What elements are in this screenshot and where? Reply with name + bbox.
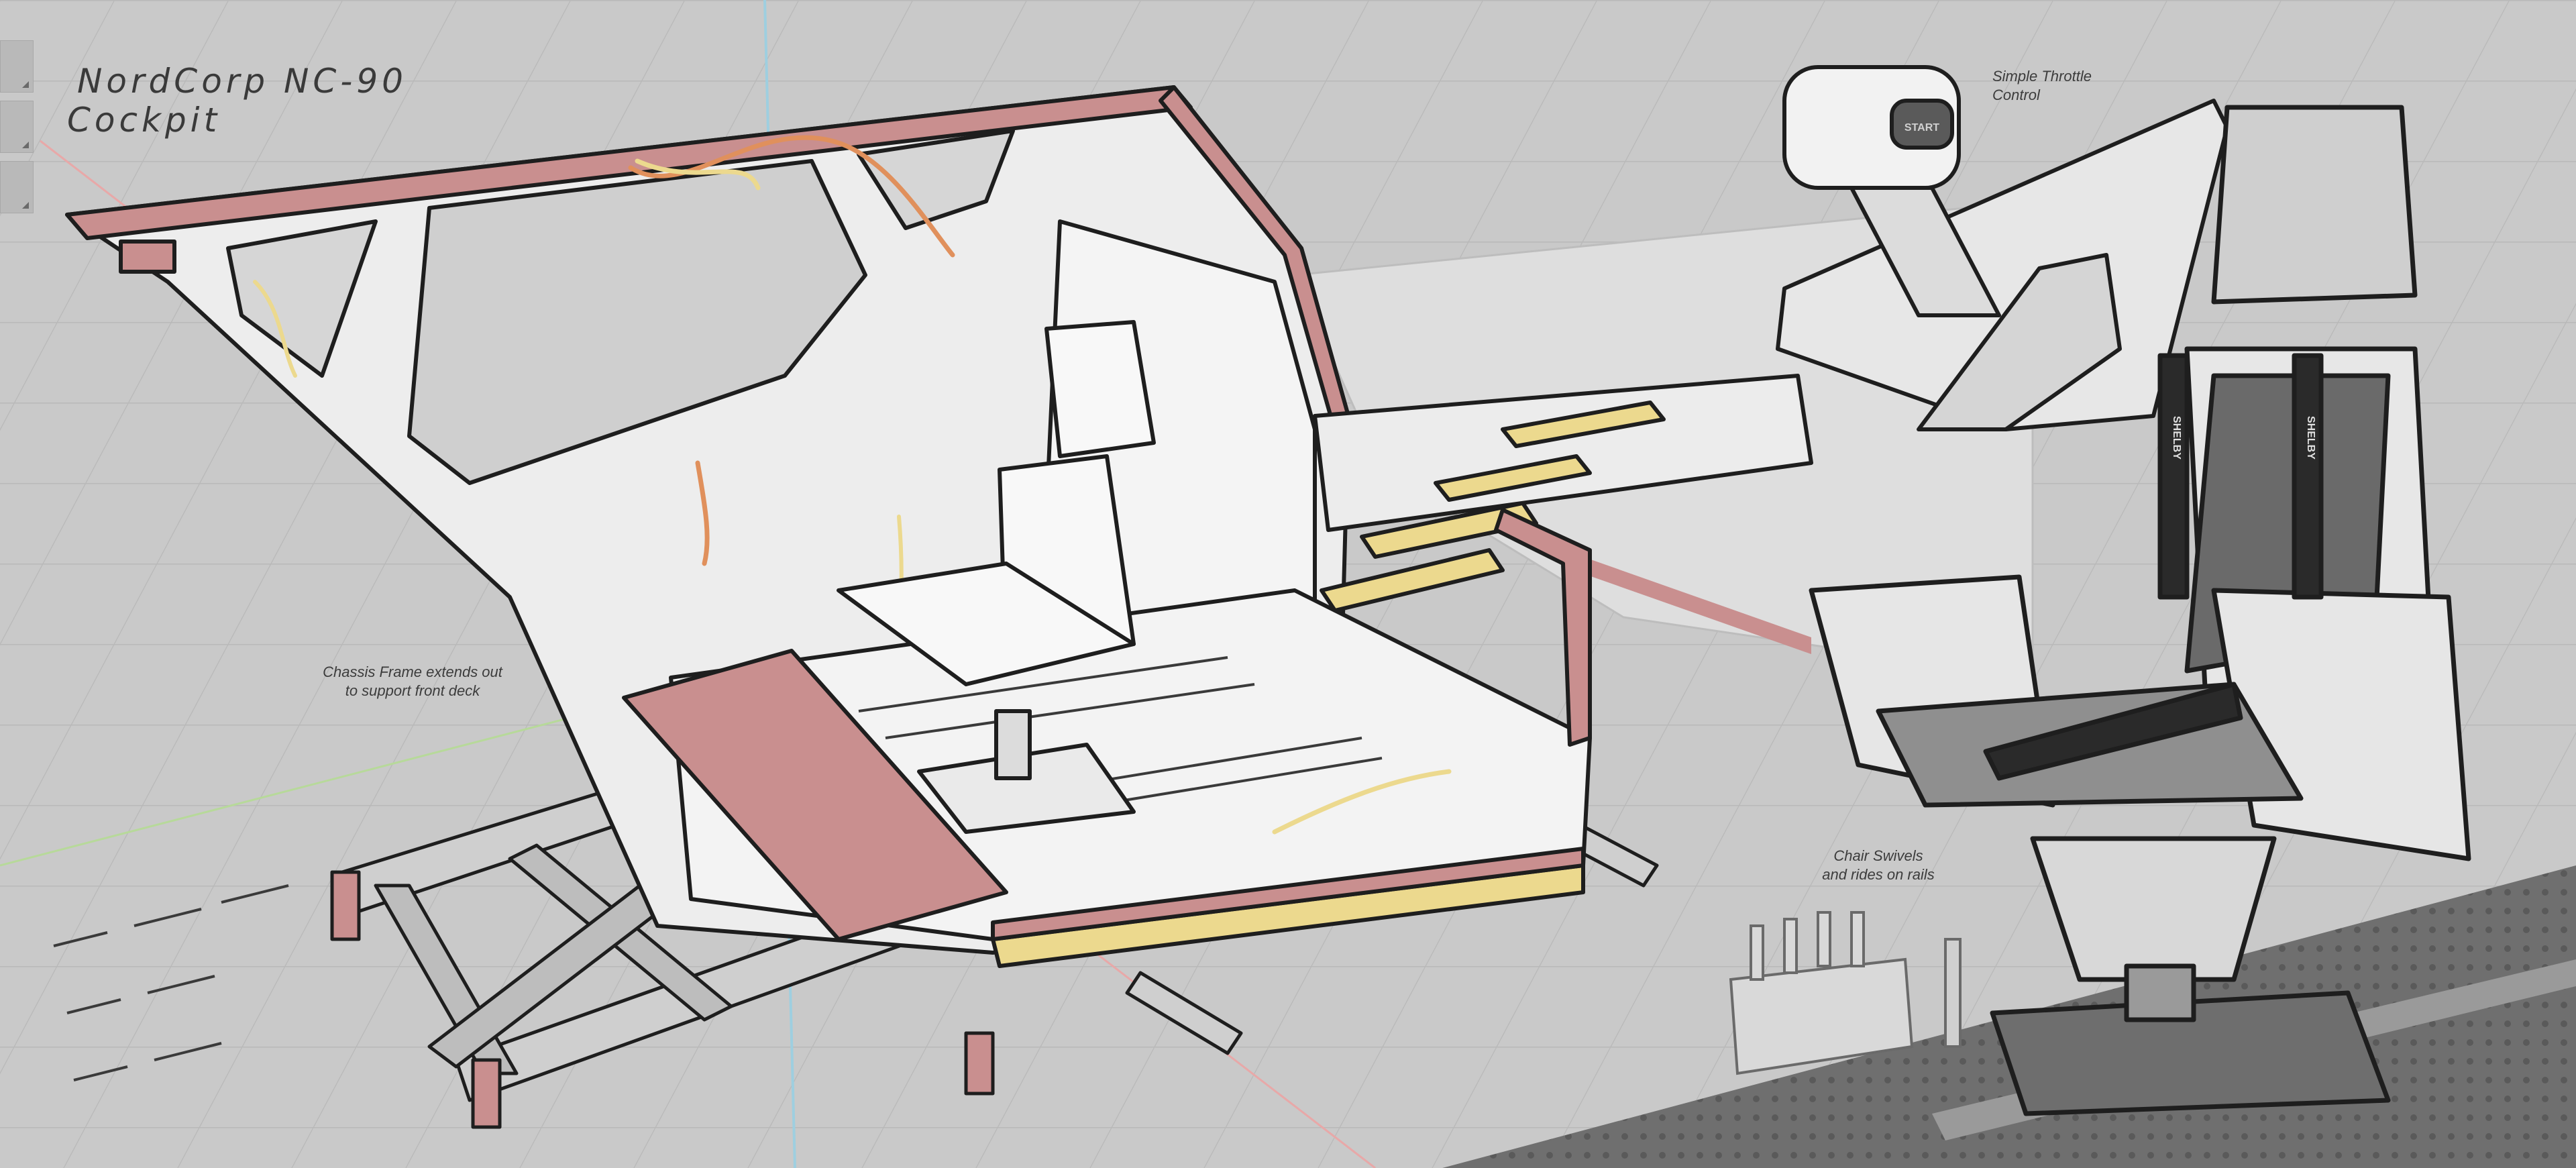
harness-brand-left: SHELBY	[2171, 416, 2182, 460]
throttle-sketch: START	[1776, 65, 2229, 431]
throttle-note-line1: Simple Throttle	[1992, 68, 2092, 85]
step-1	[1320, 548, 1505, 613]
step-4	[1501, 401, 1666, 448]
tool-button-2[interactable]	[0, 101, 34, 153]
canopy-window-right	[857, 129, 1015, 230]
throttle-button-label: START	[1904, 122, 1939, 134]
throttle-note-line2: Control	[1992, 87, 2040, 103]
sheet-title-line1: NordCorp NC-90	[77, 62, 407, 101]
front-deck-panel	[622, 649, 1008, 941]
chair-note-line2: and rides on rails	[1822, 866, 1935, 883]
floor-edge-red	[991, 847, 1585, 941]
chassis-note: Chassis Frame extends out to support fro…	[295, 663, 530, 700]
step-3	[1434, 454, 1592, 502]
canopy-window-left	[226, 219, 378, 378]
canopy-window-main	[407, 159, 867, 485]
deck-edge-red	[1583, 557, 1811, 654]
roof-vent	[119, 240, 176, 274]
chassis-dash-lines	[53, 884, 289, 1081]
sheet-title-line2: Cockpit	[67, 101, 221, 140]
chair-pedestal	[2030, 836, 2277, 982]
bottle-crate	[1729, 911, 1962, 1075]
chair-note-line1: Chair Swivels	[1833, 847, 1923, 864]
throttle-note: Simple Throttle Control	[1992, 67, 2092, 105]
chassis-note-line1: Chassis Frame extends out	[323, 663, 502, 680]
stairs	[1313, 374, 1813, 532]
tool-button-3[interactable]	[0, 161, 34, 213]
chair-base	[1990, 990, 2391, 1116]
tool-button-1[interactable]	[0, 40, 34, 93]
harness-brand-right: SHELBY	[2305, 416, 2316, 460]
rear-panel-red	[1494, 508, 1592, 747]
chassis-note-line2: to support front deck	[345, 682, 480, 699]
chair-headrest	[2211, 105, 2418, 305]
chair-note: Chair Swivels and rides on rails	[1784, 847, 1972, 884]
toolstrip	[0, 40, 36, 221]
pilot-seat	[837, 320, 1156, 834]
detailed-chair: SHELBY SHELBY	[1809, 105, 2471, 1116]
